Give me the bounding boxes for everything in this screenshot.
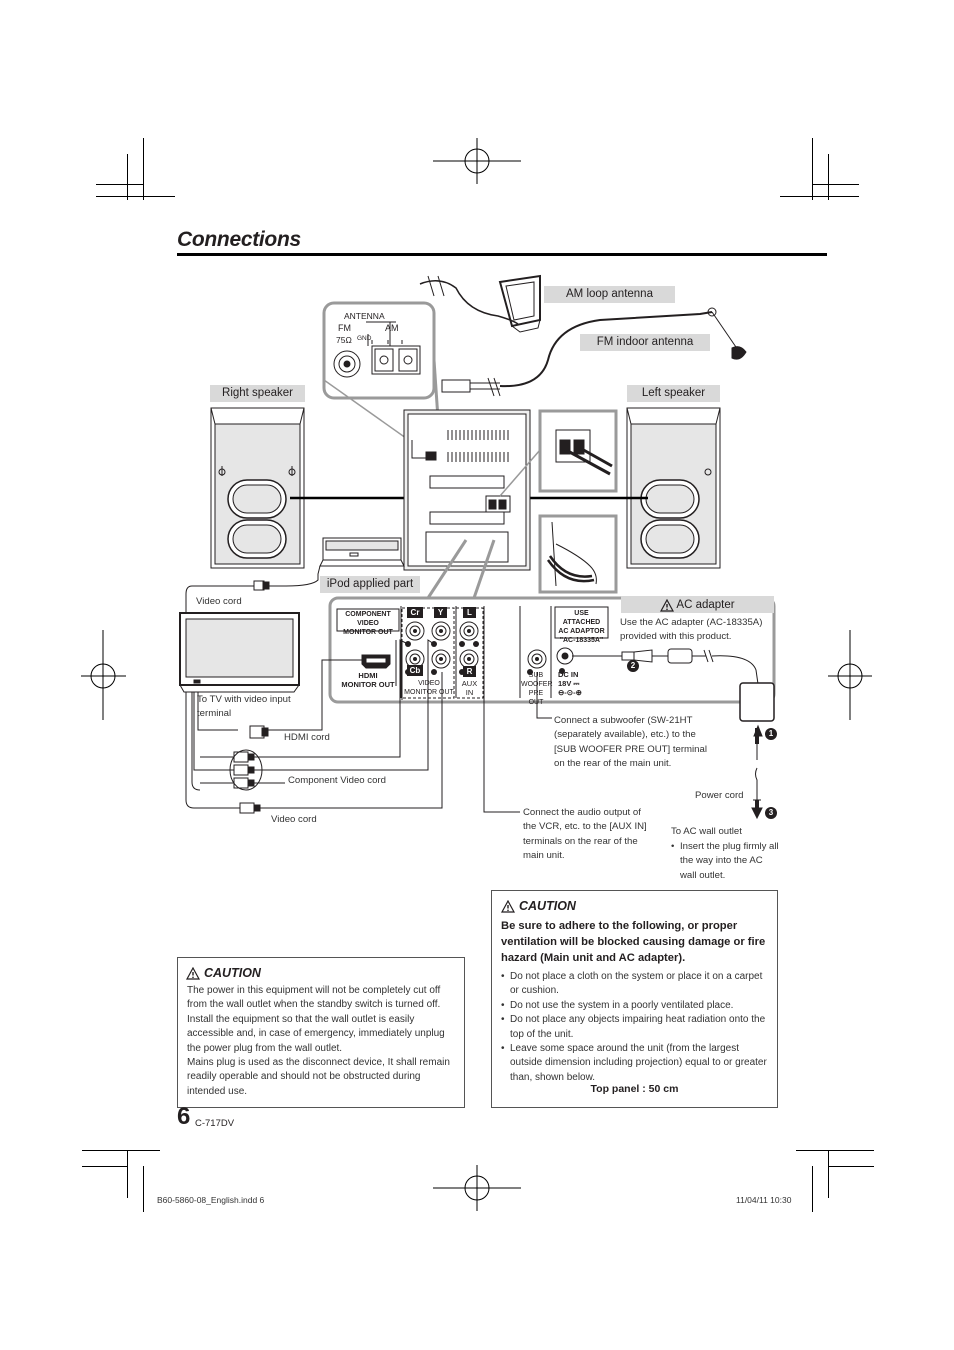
cb-label: Cb [407, 665, 423, 676]
list-item: •Leave some space around the unit (from … [501, 1043, 767, 1083]
y-label: Y [434, 607, 447, 618]
ohm-label: 75Ω [336, 335, 352, 345]
model-number: C-717DV [195, 1118, 235, 1129]
caution-left-body: The power in this equipment will not be … [187, 984, 455, 1099]
step-1-marker: 1 [765, 728, 777, 740]
hdmi-label: HDMI MONITOR OUT [341, 671, 395, 689]
warning-icon [501, 899, 515, 913]
ac-adapter-label: AC adapter [621, 596, 774, 613]
title-rule [177, 253, 827, 256]
footer-timestamp: 11/04/11 10:30 [736, 1195, 792, 1205]
dc-in-label: DC IN 18V ⎓ ⊖-⊙-⊕ [558, 670, 582, 697]
sub-woofer-label: SUB WOOFER PRE OUT [521, 672, 553, 706]
caution-heading-right: CAUTION [501, 899, 576, 913]
video-cord-bottom-note: Video cord [271, 814, 317, 825]
to-tv-note: To TV with video input terminal [197, 694, 291, 720]
video-out-label: VIDEO MONITOR OUT [404, 680, 454, 696]
ac-adapter-note: Use the AC adapter (AC-18335A) provided … [620, 617, 763, 643]
gnd-label: GND [357, 335, 372, 342]
caution-left-p1: The power in this equipment will not be … [187, 985, 445, 1054]
caution-box-power: CAUTION The power in this equipment will… [177, 957, 465, 1108]
use-adaptor-label: USE ATTACHED AC ADAPTOR "AC-18335A" [558, 610, 605, 644]
component-cord-note: Component Video cord [288, 775, 386, 786]
step-3-marker: 3 [765, 807, 777, 819]
page-number: 6 [177, 1103, 191, 1130]
insert-plug-note: •Insert the plug firmly all the way into… [671, 841, 779, 881]
video-cord-top-note: Video cord [196, 596, 242, 607]
subwoofer-note: Connect a subwoofer (SW-21HT (separately… [554, 715, 707, 769]
r-label: R [463, 666, 476, 677]
caution-left-p2: Mains plug is used as the disconnect dev… [187, 1057, 450, 1097]
power-cord-note: Power cord [695, 790, 744, 801]
cr-label: Cr [407, 607, 423, 618]
aux-note: Connect the audio output of the VCR, etc… [523, 807, 647, 861]
fm-label: FM [338, 323, 351, 333]
list-item: •Do not place a cloth on the system or p… [501, 971, 763, 997]
aux-in-label: AUX IN [461, 679, 478, 697]
caution-right-list: •Do not place a cloth on the system or p… [501, 970, 771, 1085]
fm-indoor-antenna-label: FM indoor antenna [580, 334, 710, 351]
left-speaker-label: Left speaker [627, 385, 720, 402]
list-item: •Do not place any objects impairing heat… [501, 1014, 766, 1040]
am-label: AM [385, 323, 399, 333]
caution-box-ventilation: CAUTION Be sure to adhere to the followi… [491, 890, 778, 1108]
l-label: L [463, 607, 476, 618]
ac-adapter-text: AC adapter [676, 598, 735, 611]
caution-heading-left: CAUTION [186, 966, 261, 980]
antenna-label: ANTENNA [344, 311, 385, 321]
warning-icon [660, 598, 675, 612]
right-speaker-label: Right speaker [210, 385, 305, 402]
component-out-label: COMPONENT VIDEO MONITOR OUT [343, 611, 393, 636]
top-panel-spacing: Top panel : 50 cm [590, 1083, 679, 1095]
footer-file-name: B60-5860-08_English.indd 6 [157, 1195, 265, 1205]
step-2-marker: 2 [627, 660, 639, 672]
caution-right-lead: Be sure to adhere to the following, or p… [501, 920, 766, 964]
ipod-applied-part-label: iPod applied part [320, 576, 420, 593]
hdmi-cord-note: HDMI cord [284, 732, 330, 743]
list-item: •Do not use the system in a poorly venti… [501, 999, 734, 1011]
page-title: Connections [177, 228, 301, 251]
am-loop-antenna-label: AM loop antenna [544, 286, 675, 303]
to-wall-outlet-note: To AC wall outlet [671, 826, 742, 837]
warning-icon [186, 966, 200, 980]
